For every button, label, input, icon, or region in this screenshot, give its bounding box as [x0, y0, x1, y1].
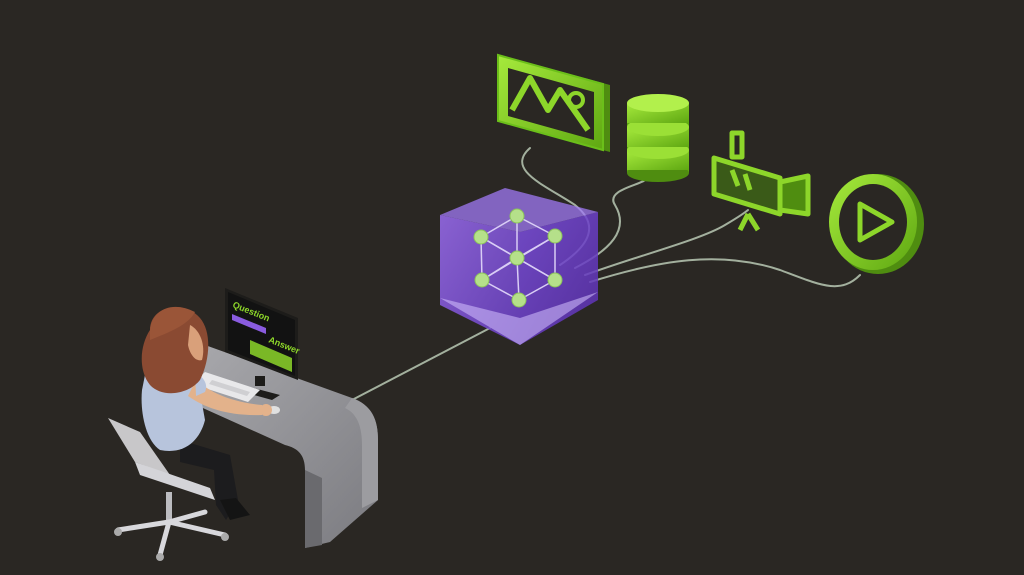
cable-cube-to-database — [574, 179, 646, 269]
database-icon — [627, 94, 689, 182]
person-user — [141, 306, 272, 520]
office-chair — [108, 418, 229, 561]
image-frame-icon — [497, 53, 610, 152]
cable-cube-to-camera — [584, 209, 749, 276]
neural-network-cube — [440, 188, 598, 345]
video-camera-icon — [711, 130, 811, 232]
cable-cube-to-play — [589, 258, 861, 288]
play-button-icon — [829, 174, 924, 274]
cable-desk-to-cube — [351, 327, 491, 401]
keyboard — [192, 372, 260, 402]
network-nodes — [473, 208, 563, 308]
